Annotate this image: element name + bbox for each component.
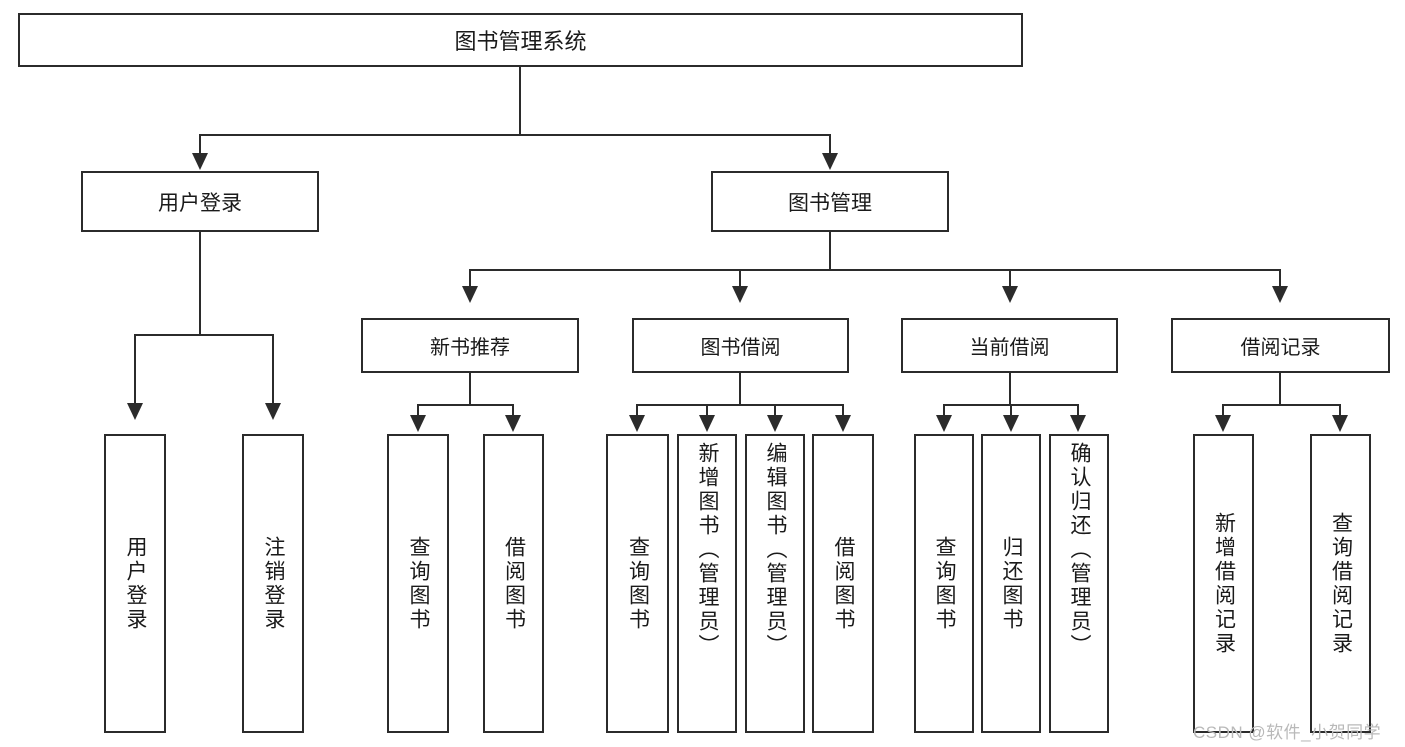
- node-new-book-recommend[interactable]: 新书推荐: [361, 318, 579, 373]
- edge-new-book-to-query: [417, 404, 419, 418]
- leaf-lend-book[interactable]: 借阅图书: [812, 434, 874, 733]
- leaf-user-login-label: 用户登录: [124, 535, 148, 632]
- arrow-book-borrow-to-query: [629, 415, 645, 432]
- edge-book-borrow-to-query: [636, 404, 638, 418]
- leaf-logout-label: 注销登录: [262, 535, 286, 632]
- edge-book-mgmt-to-new-books: [469, 269, 471, 288]
- leaf-user-login[interactable]: 用户登录: [104, 434, 166, 733]
- edge-current-borrow-stem: [1009, 373, 1011, 406]
- leaf-return-book-label: 归还图书: [1000, 535, 1024, 632]
- node-book-borrow[interactable]: 图书借阅: [632, 318, 849, 373]
- leaf-borrow-books-recommend-label: 借阅图书: [502, 535, 526, 632]
- leaf-confirm-return-admin[interactable]: 确认归还（管理员）: [1049, 434, 1109, 733]
- edge-new-book-bus: [417, 404, 514, 406]
- arrow-user-login-to-login: [127, 403, 143, 420]
- arrow-book-mgmt-to-new-books: [462, 286, 478, 303]
- node-borrow-records[interactable]: 借阅记录: [1171, 318, 1390, 373]
- edge-user-login-stem: [199, 232, 201, 336]
- edge-borrow-records-bus: [1222, 404, 1340, 406]
- node-new-book-recommend-label: 新书推荐: [430, 337, 510, 359]
- arrow-borrow-records-to-query: [1332, 415, 1348, 432]
- edge-book-mgmt-to-records: [1279, 269, 1281, 288]
- leaf-confirm-return-admin-label: 确认归还（管理员）: [1068, 442, 1092, 658]
- node-borrow-records-label: 借阅记录: [1240, 337, 1321, 359]
- leaf-logout[interactable]: 注销登录: [242, 434, 304, 733]
- edge-root-bus: [199, 134, 831, 136]
- leaf-borrow-books-recommend[interactable]: 借阅图书: [483, 434, 544, 733]
- arrow-book-mgmt-to-current: [1002, 286, 1018, 303]
- arrow-current-borrow-to-query: [936, 415, 952, 432]
- node-book-management[interactable]: 图书管理: [711, 171, 949, 232]
- arrow-book-borrow-to-lend: [835, 415, 851, 432]
- leaf-lend-book-label: 借阅图书: [832, 535, 856, 632]
- edge-user-login-bus: [134, 334, 273, 336]
- leaf-query-books-current-label: 查询图书: [933, 535, 957, 632]
- arrow-book-mgmt-to-records: [1272, 286, 1288, 303]
- edge-borrow-records-to-query: [1339, 404, 1341, 418]
- edge-current-borrow-to-query: [943, 404, 945, 418]
- arrow-book-borrow-to-edit: [767, 415, 783, 432]
- edge-book-borrow-to-add: [706, 404, 708, 418]
- arrow-root-to-user-login: [192, 153, 208, 170]
- edge-user-login-to-logout: [272, 334, 274, 406]
- edge-current-borrow-to-return: [1010, 404, 1012, 418]
- edge-book-mgmt-bus: [469, 269, 1281, 271]
- leaf-query-books-current[interactable]: 查询图书: [914, 434, 974, 733]
- arrow-book-borrow-to-add: [699, 415, 715, 432]
- edge-new-book-stem: [469, 373, 471, 406]
- edge-current-borrow-to-confirm: [1077, 404, 1079, 418]
- node-current-borrow-label: 当前借阅: [969, 337, 1050, 359]
- leaf-add-borrow-record[interactable]: 新增借阅记录: [1193, 434, 1254, 733]
- node-book-borrow-label: 图书借阅: [700, 337, 781, 359]
- arrow-book-mgmt-to-borrow: [732, 286, 748, 303]
- leaf-return-book[interactable]: 归还图书: [981, 434, 1041, 733]
- leaf-add-book-admin-label: 新增图书（管理员）: [696, 442, 720, 658]
- leaf-edit-book-admin[interactable]: 编辑图书（管理员）: [745, 434, 805, 733]
- leaf-query-books-borrow[interactable]: 查询图书: [606, 434, 669, 733]
- edge-user-login-to-login: [134, 334, 136, 406]
- edge-book-borrow-bus: [636, 404, 843, 406]
- node-user-login[interactable]: 用户登录: [81, 171, 319, 232]
- leaf-add-borrow-record-label: 新增借阅记录: [1212, 511, 1236, 656]
- leaf-query-books-recommend-label: 查询图书: [407, 535, 431, 632]
- arrow-new-book-to-borrow: [505, 415, 521, 432]
- arrow-user-login-to-logout: [265, 403, 281, 420]
- watermark: CSDN @软件_小贺同学: [1193, 723, 1382, 742]
- arrow-current-borrow-to-confirm: [1070, 415, 1086, 432]
- edge-borrow-records-stem: [1279, 373, 1281, 406]
- arrow-borrow-records-to-add: [1215, 415, 1231, 432]
- edge-book-mgmt-to-borrow: [739, 269, 741, 288]
- leaf-query-borrow-record[interactable]: 查询借阅记录: [1310, 434, 1371, 733]
- leaf-query-books-recommend[interactable]: 查询图书: [387, 434, 449, 733]
- arrow-new-book-to-query: [410, 415, 426, 432]
- node-book-management-label: 图书管理: [788, 191, 872, 215]
- arrow-root-to-book-mgmt: [822, 153, 838, 170]
- edge-book-borrow-to-lend: [842, 404, 844, 418]
- edge-book-mgmt-to-current: [1009, 269, 1011, 288]
- node-root-label: 图书管理系统: [454, 29, 587, 54]
- edge-book-borrow-to-edit: [774, 404, 776, 418]
- node-user-login-label: 用户登录: [158, 191, 242, 215]
- edge-book-mgmt-stem: [829, 232, 831, 271]
- node-current-borrow[interactable]: 当前借阅: [901, 318, 1118, 373]
- leaf-edit-book-admin-label: 编辑图书（管理员）: [764, 442, 788, 658]
- arrow-current-borrow-to-return: [1003, 415, 1019, 432]
- leaf-add-book-admin[interactable]: 新增图书（管理员）: [677, 434, 737, 733]
- edge-borrow-records-to-add: [1222, 404, 1224, 418]
- leaf-query-books-borrow-label: 查询图书: [626, 535, 650, 632]
- edge-new-book-to-borrow: [512, 404, 514, 418]
- edge-root-to-user-login: [199, 134, 201, 158]
- edge-book-borrow-stem: [739, 373, 741, 406]
- leaf-query-borrow-record-label: 查询借阅记录: [1329, 511, 1353, 656]
- edge-root-to-book-mgmt: [829, 134, 831, 158]
- node-root[interactable]: 图书管理系统: [18, 13, 1023, 67]
- edge-root-stem: [519, 67, 521, 135]
